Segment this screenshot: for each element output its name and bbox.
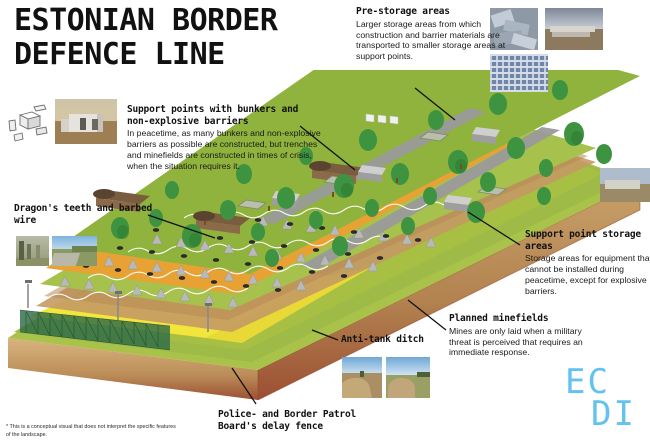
mines-group: [82, 218, 422, 292]
logo-line-1: EC: [565, 362, 610, 402]
pre-storage-grid-photo: [490, 54, 548, 92]
pre-storage-blocks: [365, 113, 399, 125]
annotation-body: In peacetime, as many bunkers and non-ex…: [127, 128, 321, 172]
annotation-heading: Pre-storage areas: [356, 6, 450, 17]
terrain-front-face: [8, 338, 258, 400]
annotation-body: Mines are only laid when a military thre…: [449, 325, 583, 358]
annotation-heading: Dragon's teeth and barbed wire: [14, 203, 152, 226]
annotation-planned-minefields: Planned minefields Mines are only laid w…: [449, 313, 599, 358]
annotation-dragons-teeth: Dragon's teeth and barbed wire: [14, 203, 154, 227]
bunker-photo: [55, 99, 117, 144]
ecdi-logo: EC DI: [565, 365, 636, 435]
terrain-right-face: [258, 182, 640, 400]
annotation-support-points: Support points with bunkers and non-expl…: [127, 104, 323, 172]
annotation-heading: Support point storage areas: [525, 229, 641, 252]
bunker-module-diagram: [8, 104, 48, 142]
logo-line-2: DI: [591, 394, 636, 435]
footnote: * This is a conceptual visual that does …: [6, 424, 176, 440]
label-delay-fence: Police- and Border Patrol Board's delay …: [218, 409, 356, 432]
annotation-pre-storage-areas: Pre-storage areas Larger storage areas f…: [356, 6, 506, 62]
annotation-heading: Planned minefields: [449, 313, 549, 324]
page-title: ESTONIAN BORDER DEFENCE LINE: [14, 3, 278, 72]
barbed-wire-photo: [52, 236, 97, 266]
pre-storage-yard-photo: [545, 8, 603, 50]
delay-fence-group: [19, 280, 212, 351]
annotation-support-point-storage: Support point storage areas Storage area…: [525, 229, 650, 297]
annotation-body: Storage areas for equipment that cannot …: [525, 253, 650, 297]
support-storage-photo: [600, 168, 650, 202]
label-anti-tank-ditch: Anti-tank ditch: [341, 334, 424, 345]
footnote-text: This is a conceptual visual that does no…: [6, 424, 176, 438]
anti-tank-ditch-photo-1: [342, 357, 382, 398]
footnote-marker: *: [6, 424, 9, 430]
fence-posts: [27, 284, 209, 332]
pre-storage-blocks-photo: [490, 8, 538, 50]
dragons-teeth-photo: [16, 236, 49, 266]
annotation-heading: Support points with bunkers and non-expl…: [127, 104, 299, 127]
anti-tank-ditch-photo-2: [386, 357, 430, 398]
dragons-teeth-group: [59, 215, 437, 308]
annotation-body: Larger storage areas from which construc…: [356, 18, 506, 62]
